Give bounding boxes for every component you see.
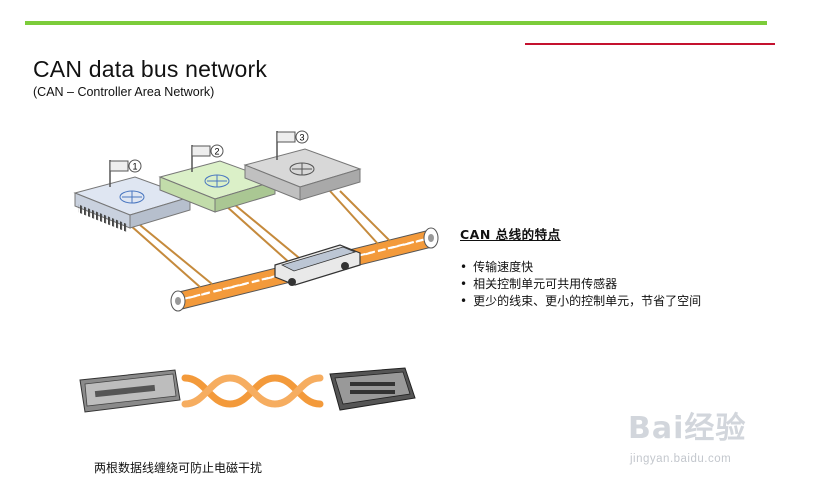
features-list: 传输速度快 相关控制单元可共用传感器 更少的线束、更小的控制单元，节省了空间 [460,259,790,310]
features-heading: CAN 总线的特点 [460,227,561,242]
feature-item: 传输速度快 [460,259,790,276]
twisted-pair-caption: 两根数据线缠绕可防止电磁干扰 [94,461,263,475]
watermark-url: jingyan.baidu.com [630,453,732,465]
control-unit-2: 2 [158,144,277,213]
node-label-1: 1 [132,162,137,172]
slide-title: CAN data bus network [33,56,268,82]
can-features: CAN 总线的特点 传输速度快 相关控制单元可共用传感器 更少的线束、更小的控制… [460,224,790,310]
node-label-3: 3 [299,133,304,143]
ecu-right-icon [329,367,416,411]
baidu-watermark: Bai经验 jingyan.baidu.com [628,403,788,473]
feature-item: 相关控制单元可共用传感器 [460,276,790,293]
ecu-left-icon [79,369,181,413]
slide-subtitle: (CAN – Controller Area Network) [33,85,215,99]
watermark-brand: Bai经验 [628,411,747,446]
accent-red-rule [525,43,775,45]
can-bus-diagram: 1 2 3 [73,130,439,312]
bus-vehicle-icon [274,244,361,286]
feature-item: 更少的线束、更小的控制单元，节省了空间 [460,293,790,310]
control-unit-3: 3 [243,130,362,201]
twisted-wires [181,374,324,408]
bus-wires [129,190,391,288]
twisted-pair-diagram [79,367,416,413]
node-label-2: 2 [214,147,219,157]
top-green-rule [25,21,767,25]
control-unit-1: 1 [73,159,192,233]
